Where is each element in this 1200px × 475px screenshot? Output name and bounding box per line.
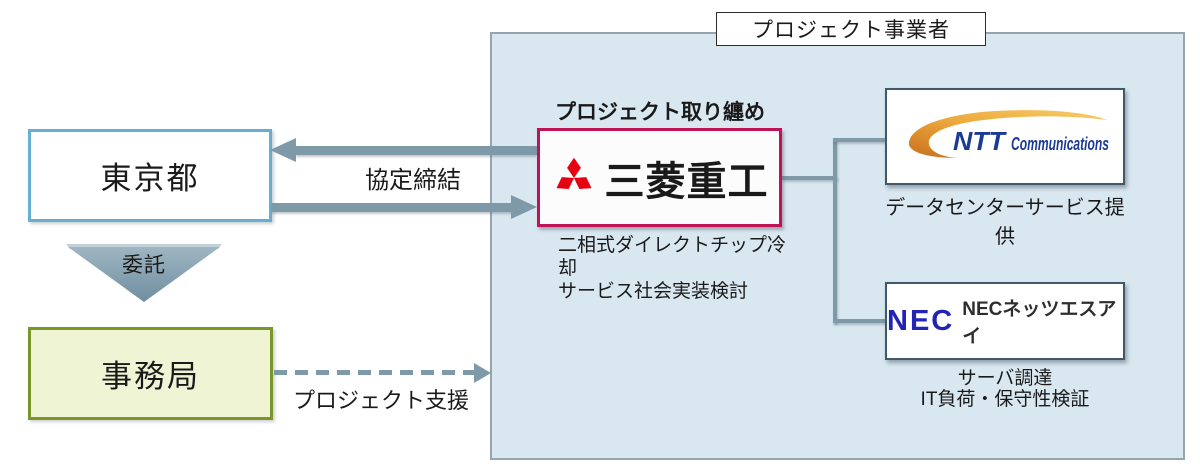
- connector-vertical: [833, 138, 837, 323]
- secretariat-label: 事務局: [101, 359, 200, 394]
- mhi-box: 三菱重工: [537, 128, 782, 227]
- delegate-down-arrow-icon: [66, 244, 222, 302]
- nec-role-label: サーバ調達 IT負荷・保守性検証: [883, 368, 1127, 410]
- mhi-description: 二相式ダイレクトチップ冷却 サービス社会実装検討: [558, 234, 798, 303]
- connector-to-nec: [833, 319, 885, 323]
- project-group-title: プロジェクト事業者: [716, 12, 986, 46]
- connector-mhi-branch: [782, 176, 837, 180]
- nec-role-line1: サーバ調達: [957, 368, 1053, 389]
- ntt-role-label: データセンターサービス提供: [885, 197, 1125, 248]
- secretariat-box: 事務局: [28, 327, 273, 420]
- arrow-head-right-icon: [511, 195, 537, 219]
- connector-to-ntt: [833, 138, 885, 142]
- agreement-arrow-left-shaft: [296, 146, 537, 155]
- tokyo-box: 東京都: [28, 129, 272, 222]
- mhi-description-line2: サービス社会実装検討: [558, 281, 749, 302]
- ntt-swoosh-icon: [908, 109, 1107, 158]
- project-group-title-label: プロジェクト事業者: [752, 19, 950, 42]
- agreement-arrow-right-shaft: [272, 203, 513, 212]
- tokyo-label: 東京都: [100, 161, 200, 196]
- ntt-logo-suffix: Communications: [1011, 134, 1109, 154]
- coordination-label: プロジェクト取り纏め: [555, 101, 765, 124]
- nec-company-name: NECネッツエスアイ: [962, 299, 1117, 347]
- support-dashed-arrow-shaft: [274, 370, 474, 375]
- mhi-description-line1: 二相式ダイレクトチップ冷却: [558, 235, 787, 279]
- agreement-label: 協定締結: [365, 167, 461, 194]
- support-arrow-head-icon: [474, 363, 491, 383]
- ntt-logo-text: NTT: [953, 126, 1007, 156]
- nec-role-line2: IT負荷・保守性検証: [920, 389, 1090, 410]
- ntt-box: NTT Communications: [885, 88, 1125, 185]
- delegate-label: 委託: [122, 254, 166, 277]
- nec-box: NEC NECネッツエスアイ: [885, 282, 1125, 360]
- mitsubishi-logo-icon: [552, 157, 595, 194]
- support-label: プロジェクト支援: [292, 388, 469, 413]
- nec-logo-text: NEC: [887, 304, 955, 337]
- arrow-head-left-icon: [270, 138, 296, 162]
- ntt-communications-logo-icon: NTT Communications: [908, 109, 1109, 158]
- mhi-name: 三菱重工: [604, 159, 769, 204]
